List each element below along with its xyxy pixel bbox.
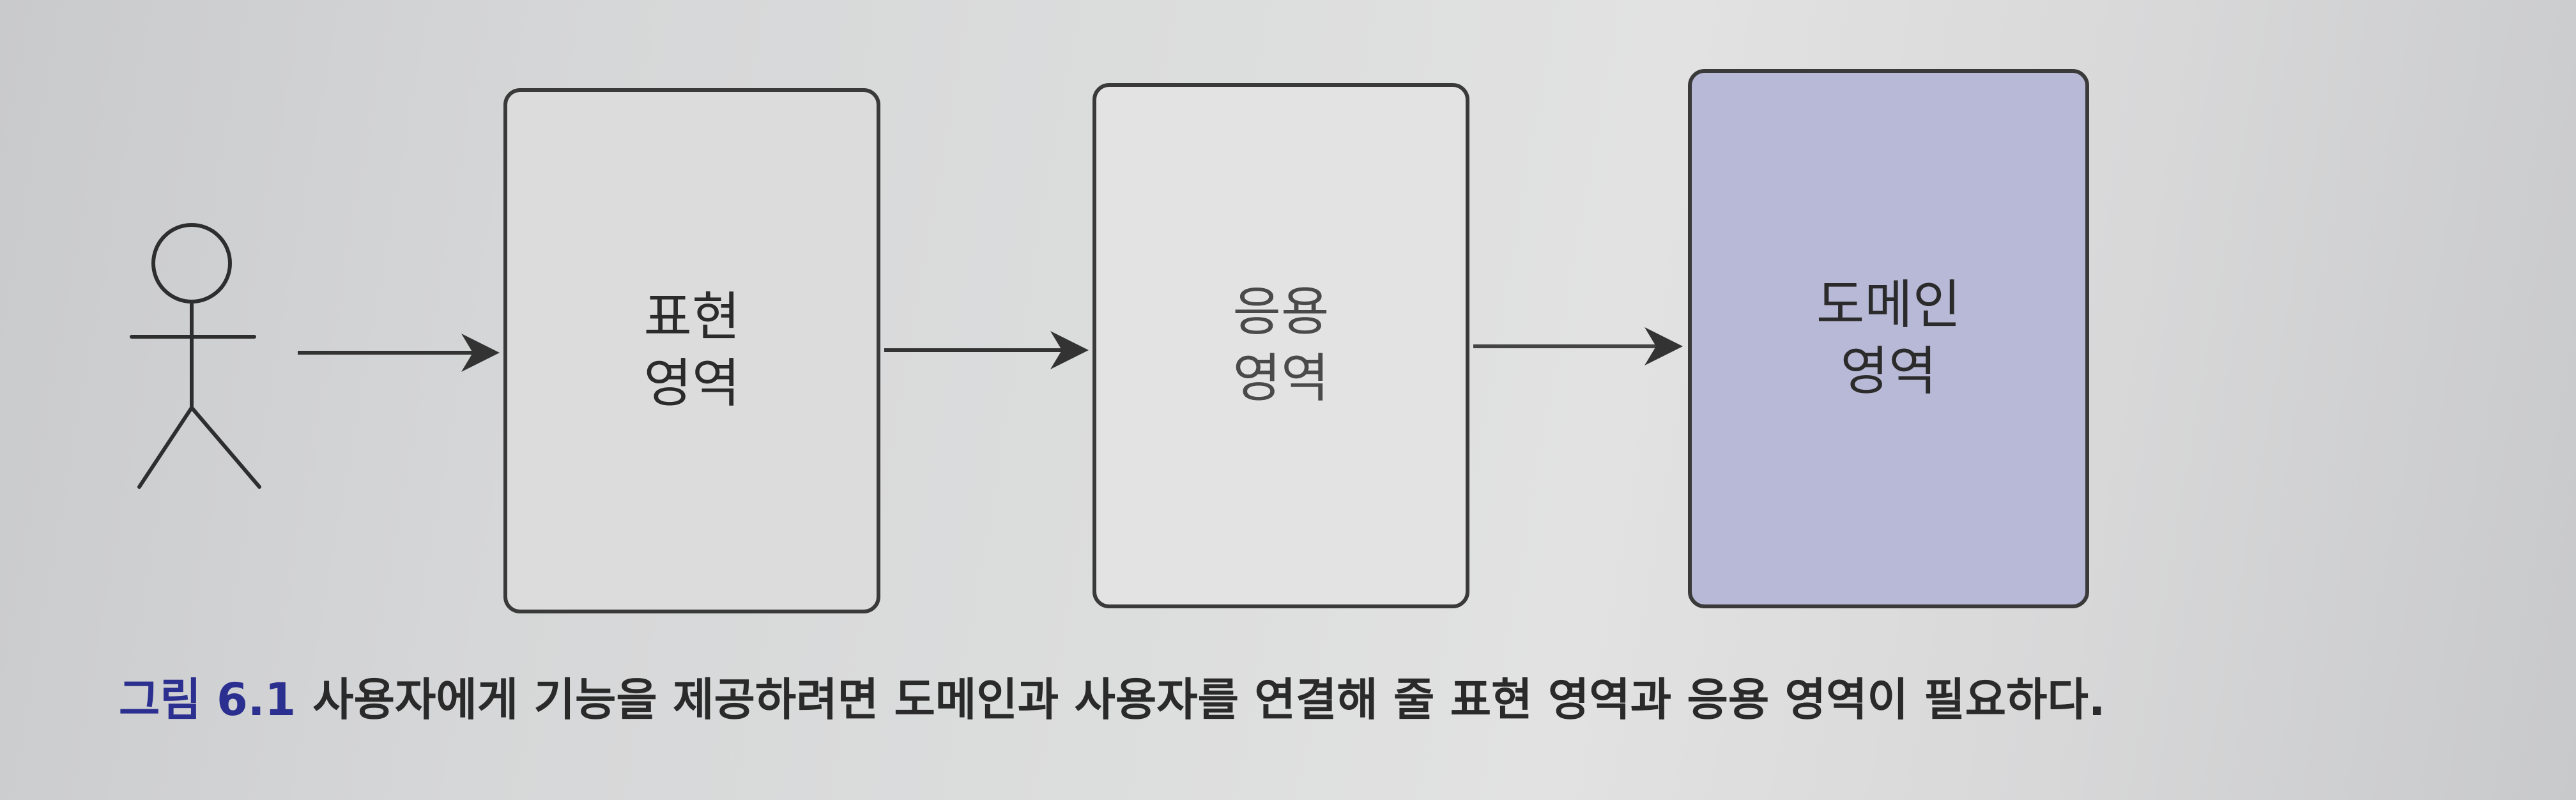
figure-caption: 그림 6.1 사용자에게 기능을 제공하려면 도메인과 사용자를 연결해 줄 표현… [119,671,2105,728]
application-label-line2: 영역 [1232,348,1330,409]
domain-label-line2: 영역 [1840,341,1937,402]
stick-figure-right-leg [190,406,261,489]
caption-text: 사용자에게 기능을 제공하려면 도메인과 사용자를 연결해 줄 표현 영역과 응… [312,673,2106,726]
application-layer-box: 응용 영역 [1092,83,1469,608]
presentation-label-line1: 표현 [643,287,740,348]
presentation-layer-box: 표현 영역 [503,88,880,613]
domain-layer-box: 도메인 영역 [1688,69,2089,608]
stick-figure-icon [130,223,261,489]
presentation-label-line2: 영역 [643,353,740,414]
figure-number: 그림 6.1 [119,673,296,726]
stick-figure-head [151,223,232,304]
application-label-line1: 응용 [1232,282,1330,342]
domain-label-line1: 도메인 [1816,275,1961,335]
stick-figure-left-leg [137,406,194,489]
